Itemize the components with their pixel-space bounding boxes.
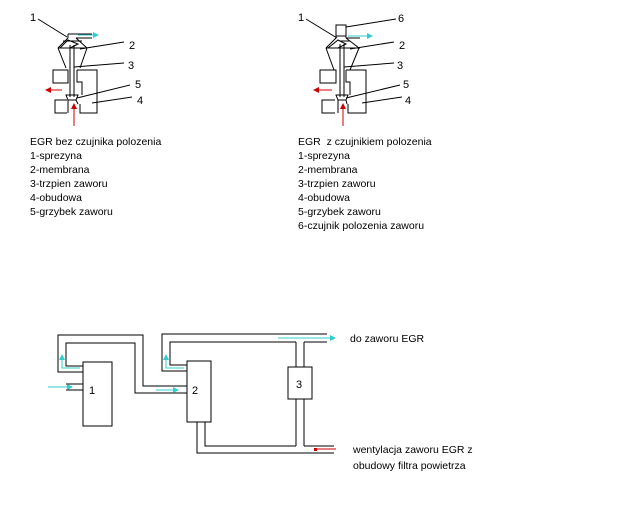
legend-item: 2-membrana	[30, 164, 90, 176]
callout-lines	[305, 18, 403, 104]
housing-right	[346, 69, 367, 114]
flow-arrow	[59, 354, 80, 369]
callout-3: 3	[397, 60, 403, 72]
callout-1: 1	[30, 12, 36, 24]
callout-2: 2	[399, 40, 405, 52]
pipe-2-bottom-outer	[196, 422, 334, 454]
housing-right	[77, 69, 98, 114]
legend-item: 5-grzybek zaworu	[30, 206, 113, 218]
vacuum-port	[67, 33, 92, 39]
legend-item: 1-sprezyna	[30, 150, 82, 162]
callout-1: 1	[298, 12, 304, 24]
callout-5: 5	[135, 79, 141, 91]
note-vent: wentylacja zaworu EGR z obudowy filtra p…	[353, 442, 473, 474]
diaphragm-housing	[57, 37, 88, 49]
diaphragm-cone	[57, 47, 88, 69]
housing-block-left	[52, 69, 69, 84]
block-1-label: 1	[89, 385, 95, 397]
pipe-2-egr-outer	[161, 333, 327, 372]
legend-left: EGR bez czujnika polozenia 1-sprezyna 2-…	[30, 135, 161, 219]
callout-5: 5	[403, 79, 409, 91]
callout-4: 4	[137, 95, 143, 107]
housing-lower-left	[54, 99, 67, 114]
legend-item: 6-czujnik polozenia zaworu	[298, 220, 425, 232]
legend-title: EGR z czujnikiem polozenia	[298, 136, 432, 148]
flow-arrow	[163, 354, 184, 369]
legend-item: 2-membrana	[298, 164, 358, 176]
pipe-2-egr-inner	[169, 341, 327, 366]
legend-title: EGR bez czujnika polozenia	[30, 136, 162, 148]
block-2	[186, 360, 212, 423]
block-1	[82, 361, 113, 427]
callout-6: 6	[398, 13, 404, 25]
valve-right	[319, 24, 367, 114]
system-diagram	[57, 333, 334, 454]
legend-item: 3-trzpien zaworu	[298, 178, 376, 190]
callout-2: 2	[129, 40, 135, 52]
legend-item: 3-trzpien zaworu	[30, 178, 108, 190]
callout-4: 4	[405, 95, 411, 107]
note-vent-line2: obudowy filtra powietrza	[353, 460, 466, 472]
diaphragm-cone	[325, 47, 360, 71]
callout-3: 3	[128, 60, 134, 72]
position-sensor	[335, 24, 347, 37]
note-vent-line1: wentylacja zaworu EGR z	[353, 444, 473, 456]
block-3-label: 3	[296, 379, 302, 391]
pipe-1-2-outer	[57, 334, 187, 387]
legend-item: 5-grzybek zaworu	[298, 206, 381, 218]
legend-item: 1-sprezyna	[298, 150, 350, 162]
housing-block-left	[319, 69, 337, 84]
housing-lower-left	[321, 99, 335, 114]
pipe-1-2-inner	[65, 342, 187, 394]
block-2-label: 2	[192, 385, 198, 397]
legend-item: 4-obudowa	[30, 192, 82, 204]
block-3	[287, 366, 313, 400]
note-to-egr: do zaworu EGR	[350, 333, 425, 345]
legend-right: EGR z czujnikiem polozenia 1-sprezyna 2-…	[298, 135, 432, 233]
legend-item: 4-obudowa	[298, 192, 350, 204]
pipe-3-top	[295, 342, 305, 367]
vent-arrow-head	[314, 448, 317, 451]
diaphragm-housing	[325, 37, 360, 49]
spring	[327, 39, 348, 49]
valve-poppet	[65, 94, 79, 101]
pipe-2-bottom-inner	[204, 422, 334, 447]
callout-lines	[37, 18, 133, 104]
pipe-3-bottom	[295, 399, 305, 446]
valve-left	[52, 33, 98, 114]
